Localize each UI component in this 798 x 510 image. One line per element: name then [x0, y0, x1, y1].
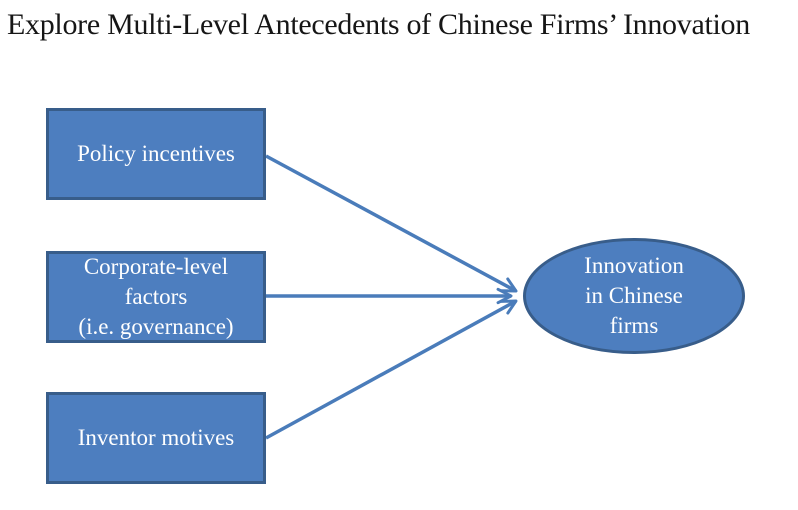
page-title: Explore Multi-Level Antecedents of Chine… [7, 8, 750, 41]
node-corporate-level-factors-label: Corporate-level factors (i.e. governance… [78, 254, 234, 339]
node-policy-incentives-label: Policy incentives [77, 141, 235, 166]
arrow-inventor-to-innovation [265, 299, 518, 440]
node-corporate-level-factors: Corporate-level factors (i.e. governance… [46, 251, 266, 343]
arrow-policy-to-innovation [265, 154, 518, 293]
node-policy-incentives: Policy incentives [46, 108, 266, 200]
node-inventor-motives: Inventor motives [46, 392, 266, 484]
node-innovation-in-chinese-firms-label: Innovation in Chinese firms [584, 253, 684, 338]
node-inventor-motives-label: Inventor motives [77, 425, 235, 450]
node-innovation-in-chinese-firms: Innovation in Chinese firms [523, 238, 745, 354]
